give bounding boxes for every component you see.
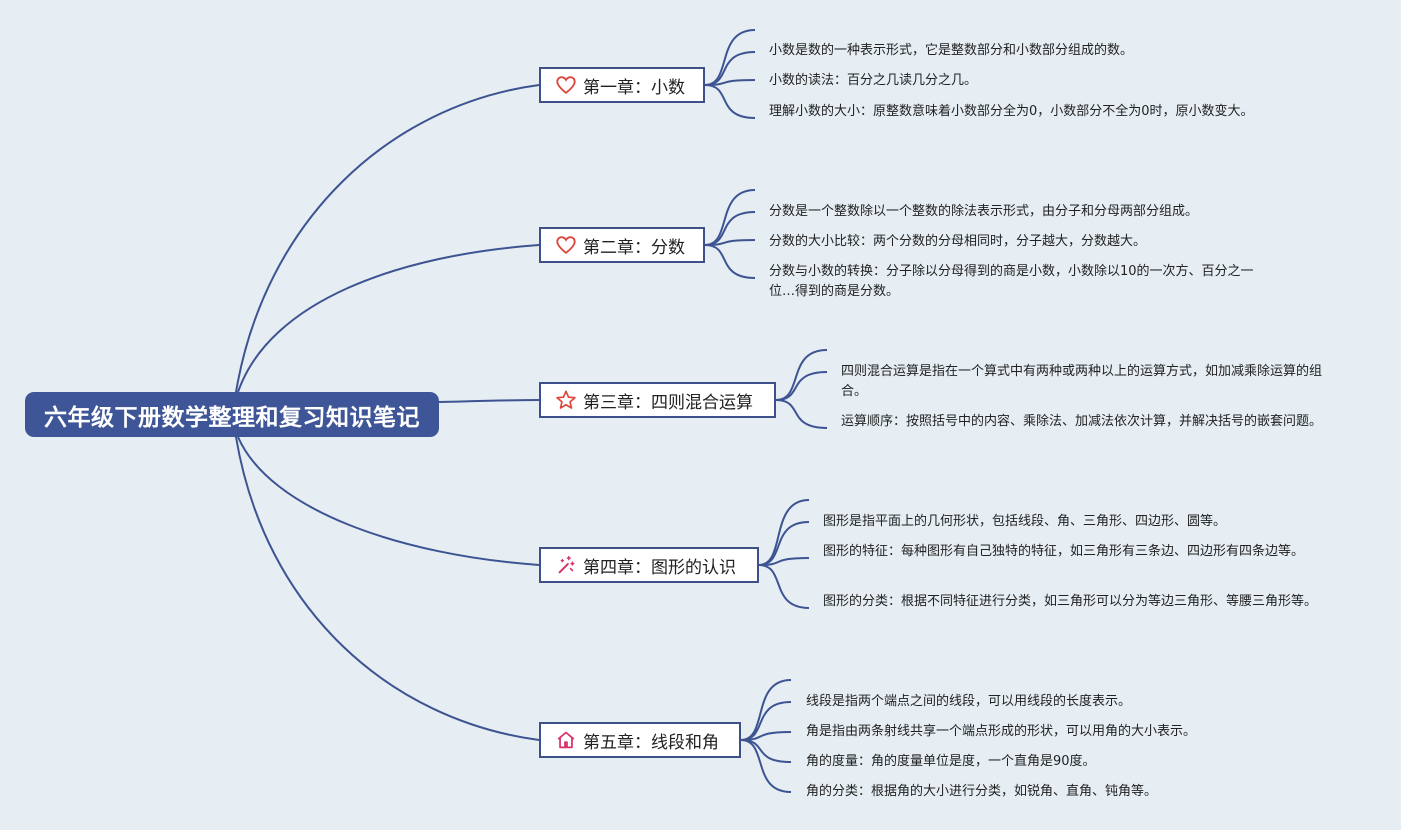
connector-root-chapter-2 [237, 244, 540, 393]
chapter-1-note-1: 小数是数的一种表示形式，它是整数部分和小数部分组成的数。 [769, 43, 1134, 58]
chapter-5-note-1: 线段是指两个端点之间的线段，可以用线段的长度表示。 [806, 694, 1132, 709]
connector-root-chapter-4 [237, 436, 540, 566]
chapter-2-note-3: 分数与小数的转换：分子除以分母得到的商是小数，小数除以10的一次方、百分之一位…… [769, 264, 1254, 299]
chapter-1-note-3: 理解小数的大小：原整数意味着小数部分全为0，小数部分不全为0时，原小数变大。 [769, 104, 1254, 119]
star-icon [555, 389, 577, 411]
connector-chapter-5-branch-2 [740, 701, 792, 741]
chapter-5-note-4: 角的分类：根据角的大小进行分类，如锐角、直角、钝角等。 [806, 784, 1158, 799]
chapter-1-node[interactable]: 第一章：小数 [539, 67, 705, 103]
connector-chapter-5-branch-1 [740, 679, 792, 741]
chapter-5-note-2: 角是指由两条射线共享一个端点形成的形状，可以用角的大小表示。 [806, 724, 1197, 739]
chapter-5-note-3: 角的度量：角的度量单位是度，一个直角是90度。 [806, 754, 1096, 769]
heart-icon [555, 234, 577, 256]
chapter-3-node[interactable]: 第三章：四则混合运算 [539, 382, 776, 418]
connector-chapter-4-branch-3 [758, 557, 810, 566]
chapter-4-title: 第四章：图形的认识 [583, 557, 736, 578]
connector-chapter-2-branch-1 [704, 189, 756, 246]
chapter-2-note-2: 分数的大小比较：两个分数的分母相同时，分子越大，分数越大。 [769, 234, 1147, 249]
chapter-4-note-3: 图形的分类：根据不同特征进行分类，如三角形可以分为等边三角形、等腰三角形等。 [823, 594, 1318, 609]
connector-chapter-1-branch-3 [704, 79, 756, 86]
connector-chapter-5-branch-3 [740, 731, 792, 741]
root-topic[interactable]: 六年级下册数学整理和复习知识笔记 [25, 392, 439, 437]
chapter-3-note-2: 运算顺序：按照括号中的内容、乘除法、加减法依次计算，并解决括号的嵌套问题。 [841, 414, 1323, 429]
connector-chapter-5-branch-5 [740, 739, 792, 793]
connector-chapter-4-branch-4 [758, 564, 810, 609]
heart-icon [555, 74, 577, 96]
connector-chapter-3-branch-2 [775, 371, 828, 401]
magic-wand-icon [555, 554, 577, 576]
chapter-1-note-2: 小数的读法：百分之几读几分之几。 [769, 73, 978, 88]
root-title: 六年级下册数学整理和复习知识笔记 [44, 404, 420, 431]
connector-chapter-5-branch-4 [740, 739, 792, 763]
connector-chapter-2-branch-4 [704, 244, 756, 279]
chapter-2-note-1: 分数是一个整数除以一个整数的除法表示形式，由分子和分母两部分组成。 [769, 204, 1199, 219]
chapter-2-node[interactable]: 第二章：分数 [539, 227, 705, 263]
chapter-4-note-2: 图形的特征：每种图形有自己独特的特征，如三角形有三条边、四边形有四条边等。 [823, 544, 1305, 559]
home-icon [555, 729, 577, 751]
chapter-3-note-1: 四则混合运算是指在一个算式中有两种或两种以上的运算方式，如加减乘除运算的组合。 [841, 364, 1323, 399]
connector-root-chapter-3 [438, 399, 540, 403]
chapter-5-node[interactable]: 第五章：线段和角 [539, 722, 741, 758]
chapter-1-title: 第一章：小数 [583, 77, 685, 98]
connector-chapter-3-branch-1 [775, 349, 828, 401]
connector-chapter-1-branch-4 [704, 84, 756, 119]
connector-chapter-1-branch-1 [704, 29, 756, 86]
connector-chapter-3-branch-3 [775, 399, 828, 429]
connector-root-chapter-1 [235, 84, 540, 393]
chapter-4-node[interactable]: 第四章：图形的认识 [539, 547, 759, 583]
chapter-5-title: 第五章：线段和角 [583, 732, 719, 753]
connector-chapter-2-branch-3 [704, 239, 756, 246]
chapter-4-note-1: 图形是指平面上的几何形状，包括线段、角、三角形、四边形、圆等。 [823, 514, 1227, 529]
connector-root-chapter-5 [235, 436, 540, 741]
connector-chapter-4-branch-2 [758, 521, 810, 566]
chapter-2-title: 第二章：分数 [583, 237, 685, 258]
chapter-3-title: 第三章：四则混合运算 [583, 392, 753, 413]
